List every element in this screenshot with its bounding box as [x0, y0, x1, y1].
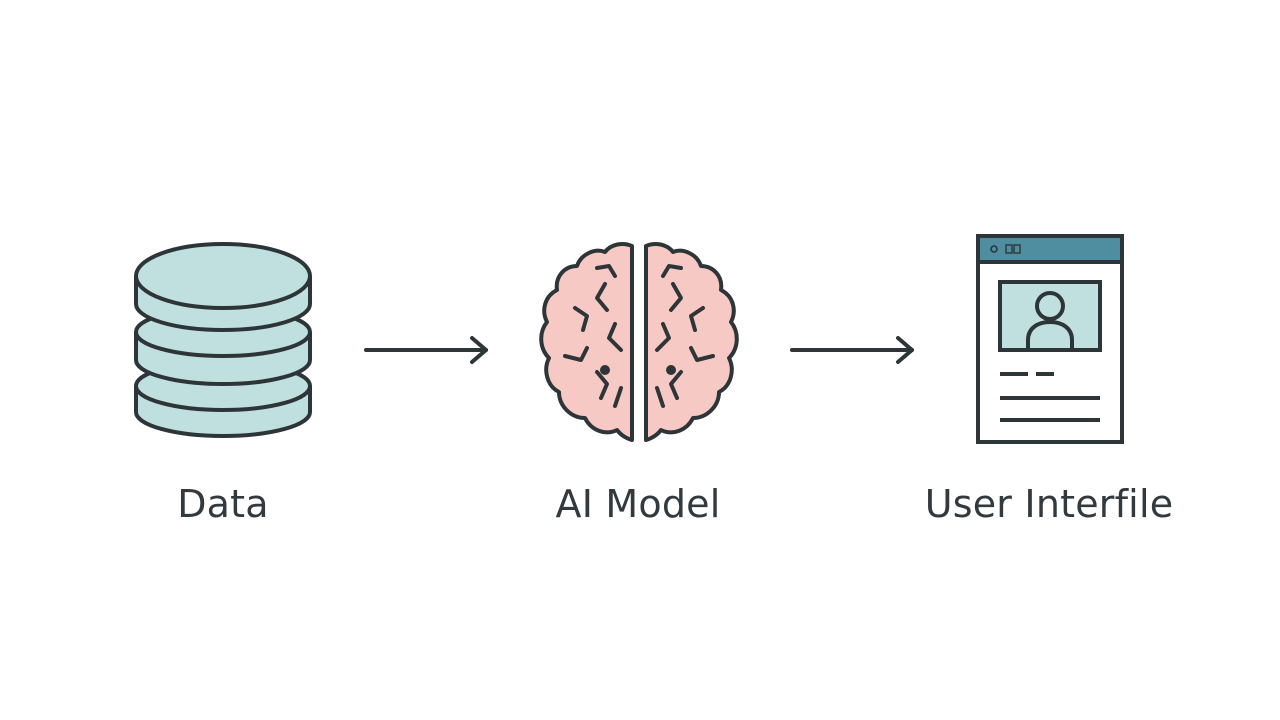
brain-dot-right	[666, 365, 676, 375]
brain-right-hemisphere	[644, 242, 739, 442]
window-header	[976, 234, 1124, 264]
database-disk-top-cap	[134, 242, 312, 310]
database-icon	[134, 242, 312, 438]
brain-dot-left	[600, 365, 610, 375]
arrow-data-to-model	[364, 336, 488, 364]
window-header-dot-icon	[990, 245, 998, 253]
node-label-ai-model: AI Model	[555, 482, 721, 526]
profile-body	[1026, 320, 1074, 350]
brain-icon	[539, 242, 739, 442]
profile-head	[1035, 291, 1065, 321]
node-label-user-interface: User Interfile	[924, 482, 1174, 526]
node-label-data: Data	[177, 482, 269, 526]
arrow-model-to-ui	[790, 336, 914, 364]
window-header-glyph-icon	[1005, 244, 1021, 254]
ui-window-icon	[976, 234, 1124, 444]
brain-left-hemisphere	[539, 242, 634, 442]
